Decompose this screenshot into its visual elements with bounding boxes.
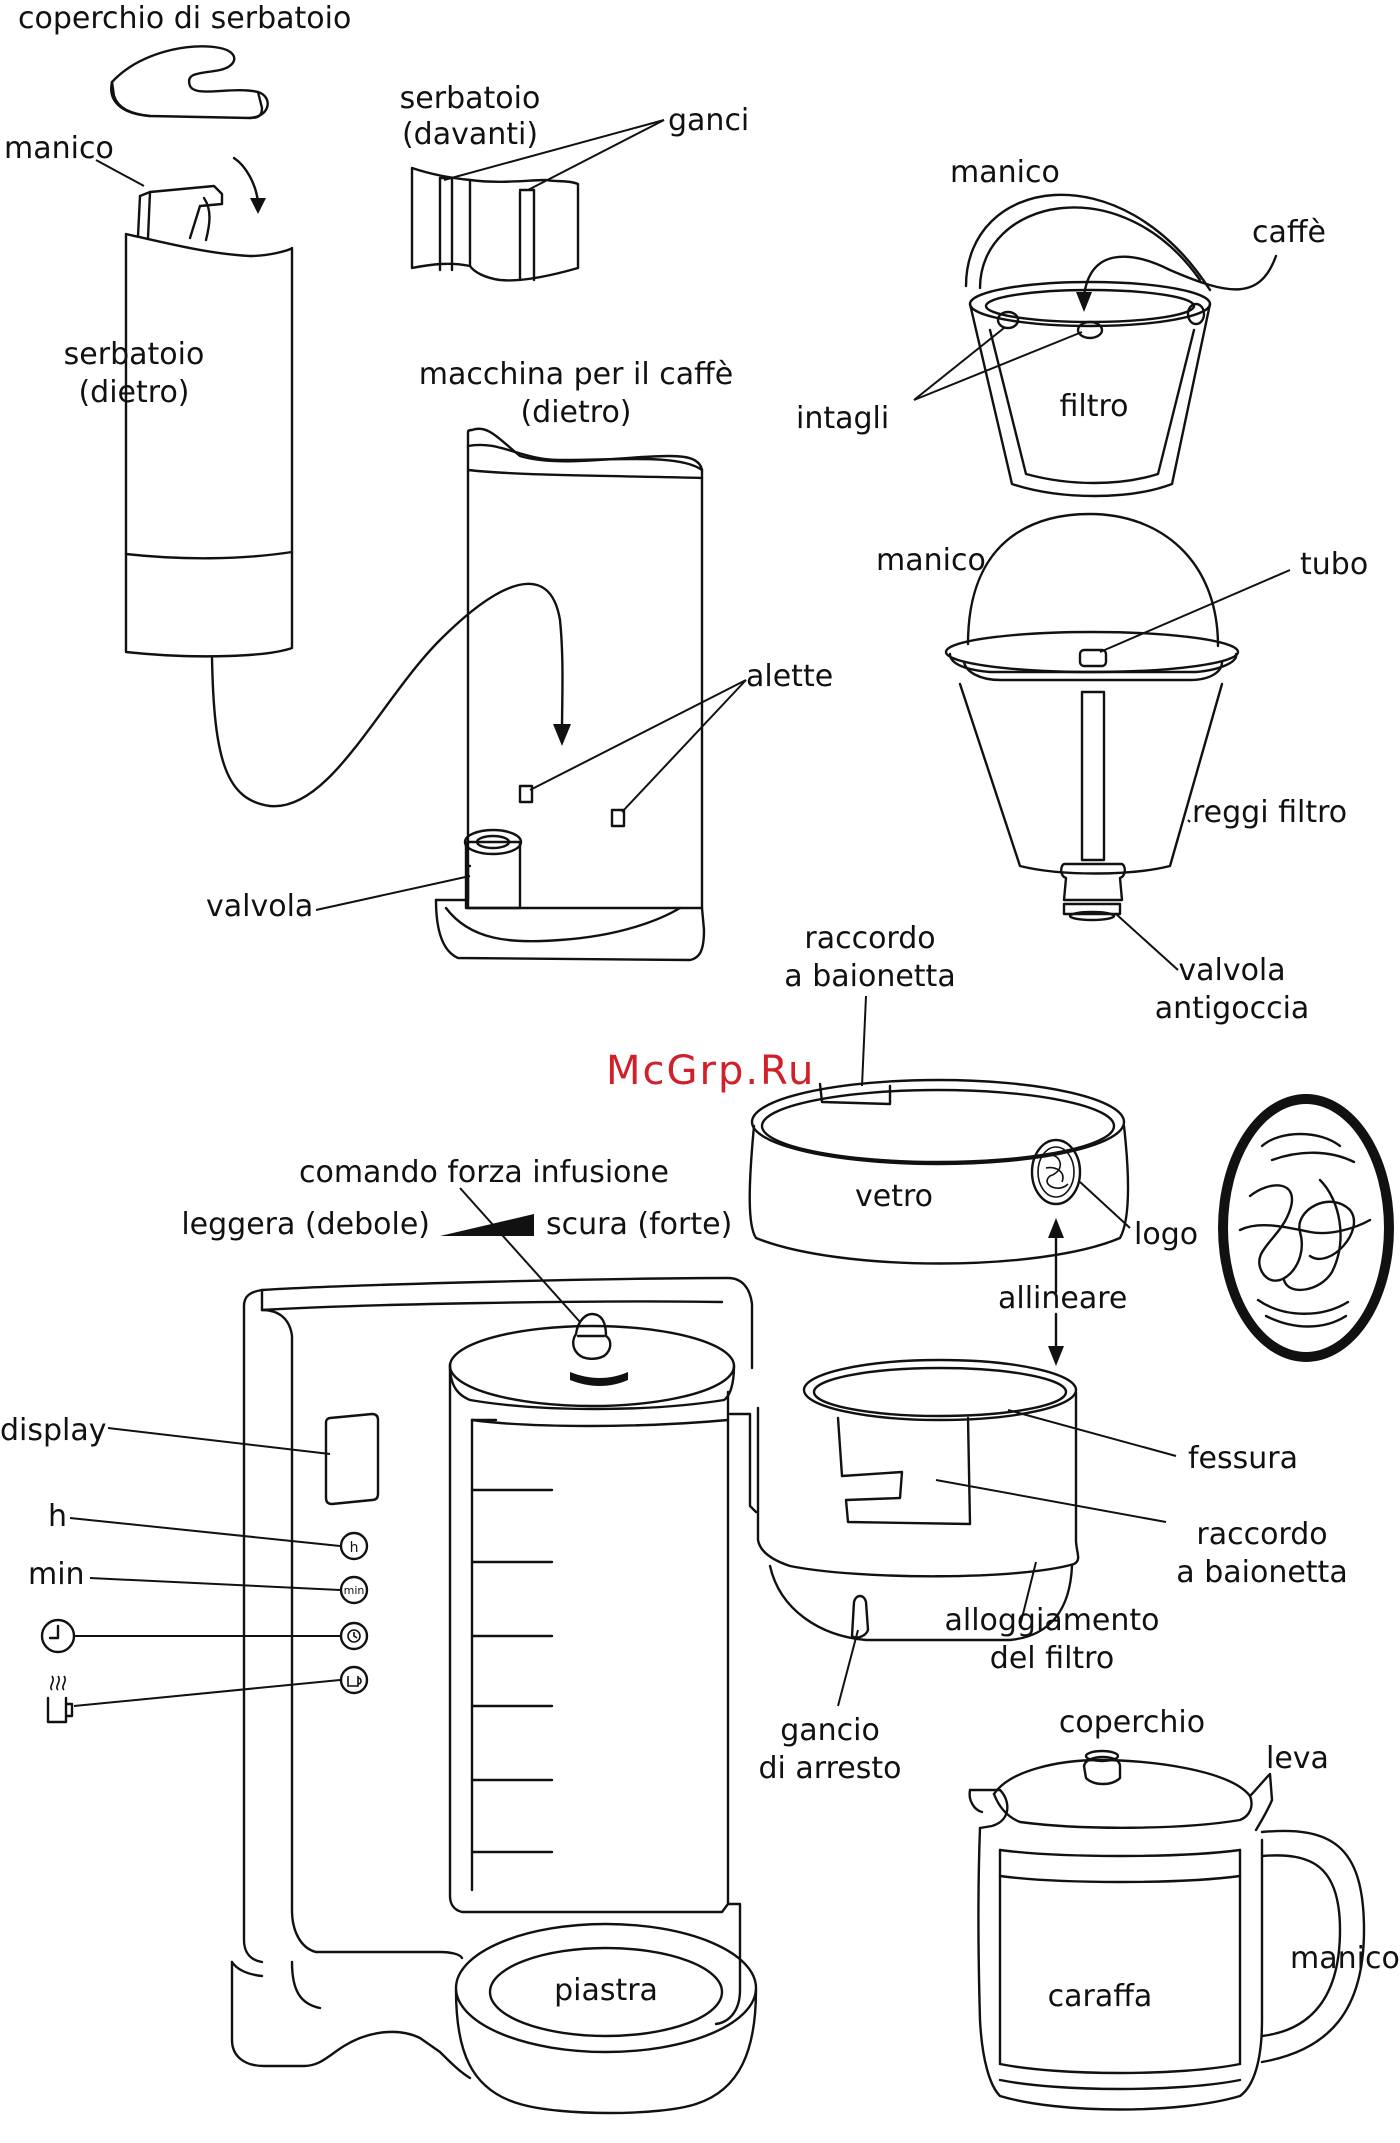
tank-lid (110, 45, 269, 120)
label-raccordo-top-2: a baionetta (784, 959, 955, 994)
label-valvola-antigoccia-1: valvola (1178, 953, 1285, 988)
label-leggera: leggera (debole) (181, 1207, 430, 1242)
filter-housing (756, 1358, 1080, 1642)
label-intagli: intagli (796, 401, 889, 436)
logo-monogram (1218, 1094, 1394, 1362)
label-caffe: caffè (1252, 215, 1326, 250)
button-min-glyph: min (344, 1584, 365, 1597)
label-manico-caraffa: manico (1290, 1941, 1400, 1976)
label-raccordo-bottom-1: raccordo (1196, 1517, 1327, 1552)
filter-holder (944, 512, 1240, 922)
label-alloggiamento-2: del filtro (990, 1641, 1114, 1676)
caffe-leader (1082, 254, 1278, 298)
water-hose (210, 582, 564, 808)
label-fessura: fessura (1188, 1441, 1298, 1476)
label-raccordo-bottom-2: a baionetta (1176, 1555, 1347, 1590)
carafe (968, 1749, 1366, 2111)
label-piastra: piastra (554, 1973, 658, 2008)
filter-basket (964, 193, 1212, 498)
label-min: min (28, 1557, 85, 1592)
machine-back (434, 427, 706, 962)
label-alloggiamento-1: alloggiamento (944, 1603, 1159, 1638)
button-h-glyph: h (350, 1540, 359, 1556)
hot-cup-icon (46, 1675, 74, 1724)
label-logo: logo (1134, 1217, 1198, 1252)
label-vetro: vetro (855, 1179, 933, 1214)
leader-lines (69, 119, 1291, 1707)
label-tubo: tubo (1300, 547, 1368, 582)
label-display: display (0, 1413, 107, 1448)
label-gancio-1: gancio (780, 1713, 880, 1748)
label-coperchio-serbatoio: coperchio di serbatoio (18, 1, 351, 36)
label-reggi-filtro: reggi filtro (1192, 795, 1347, 830)
strength-wedge (440, 1214, 534, 1236)
label-allineare: allineare (998, 1281, 1127, 1316)
label-ganci: ganci (668, 103, 749, 138)
label-macchina-2: (dietro) (520, 395, 631, 430)
label-comando: comando forza infusione (299, 1155, 669, 1190)
label-caraffa: caraffa (1048, 1979, 1153, 2014)
tank-lid-arrow (232, 156, 260, 204)
label-h: h (48, 1499, 67, 1534)
label-manico-filtro: manico (950, 155, 1060, 190)
label-manico-reggi: manico (876, 543, 986, 578)
label-alette: alette (746, 659, 833, 694)
watermark: McGrp.Ru (606, 1048, 815, 1094)
label-scura: scura (forte) (546, 1207, 732, 1242)
label-coperchio: coperchio (1059, 1705, 1205, 1740)
label-valvola: valvola (206, 889, 313, 924)
machine-main: h min (230, 1276, 758, 2115)
label-manico-tank: manico (4, 131, 114, 166)
label-serbatoio-davanti-2: (davanti) (402, 117, 538, 152)
label-valvola-antigoccia-2: antigoccia (1155, 991, 1310, 1026)
label-filtro: filtro (1059, 389, 1128, 424)
label-raccordo-top-1: raccordo (804, 921, 935, 956)
glass-vetro (748, 1078, 1130, 1265)
tank-back (124, 184, 294, 658)
tank-front (410, 166, 580, 282)
label-serbatoio-dietro-1: serbatoio (64, 337, 205, 372)
label-macchina-1: macchina per il caffè (419, 357, 733, 392)
clock-icon (40, 1618, 76, 1654)
label-serbatoio-dietro-2: (dietro) (78, 375, 189, 410)
label-gancio-2: di arresto (759, 1751, 902, 1786)
label-serbatoio-davanti-1: serbatoio (400, 81, 541, 116)
label-leva: leva (1266, 1741, 1329, 1776)
